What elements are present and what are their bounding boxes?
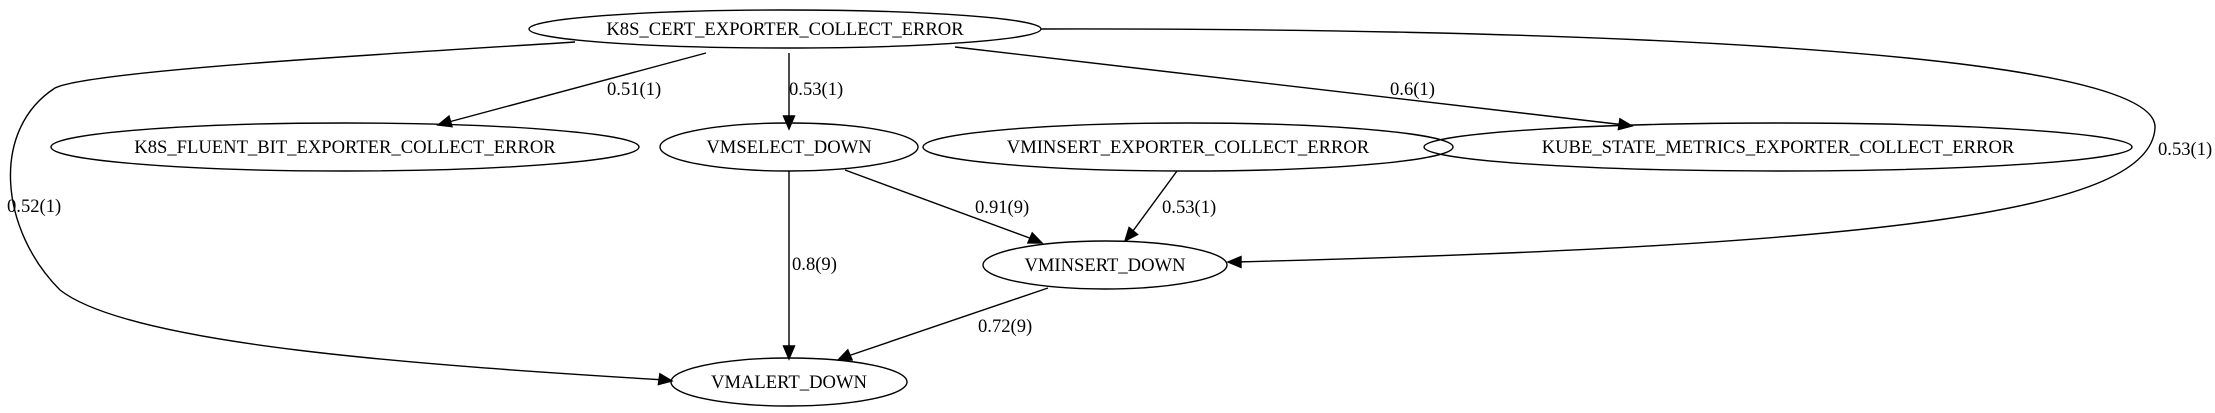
edge-line	[1129, 170, 1178, 236]
node-label: VMALERT_DOWN	[711, 372, 867, 393]
node-label: VMINSERT_DOWN	[1024, 255, 1185, 276]
edge-label: 0.91(9)	[975, 197, 1029, 218]
edge-line	[954, 46, 1626, 126]
node-ellipse	[659, 122, 919, 172]
edge-cert-fluent: 0.51(1)	[436, 52, 707, 128]
arrow-head	[1026, 231, 1044, 244]
edge-label: 0.53(1)	[1162, 197, 1216, 218]
node-label: K8S_CERT_EXPORTER_COLLECT_ERROR	[606, 19, 964, 40]
arrow-head	[1617, 117, 1634, 131]
edge-cert-vminsert: 0.53(1)	[1040, 28, 2212, 269]
node-label: KUBE_STATE_METRICS_EXPORTER_COLLECT_ERRO…	[1542, 137, 2015, 158]
edge-vmselect-vmalert: 0.8(9)	[782, 171, 837, 361]
edge-line	[444, 52, 707, 124]
edge-vminsert_exp-vminsert: 0.53(1)	[1123, 170, 1216, 243]
node-ellipse	[670, 357, 908, 407]
edge-label: 0.53(1)	[789, 79, 843, 100]
edge-line	[844, 287, 1049, 358]
node-label: VMSELECT_DOWN	[706, 137, 871, 158]
edge-cert-kube_state: 0.6(1)	[954, 46, 1634, 131]
edge-line	[9, 41, 666, 381]
node-vminsert_exp[interactable]: VMINSERT_EXPORTER_COLLECT_ERROR	[922, 122, 1454, 172]
node-label: K8S_FLUENT_BIT_EXPORTER_COLLECT_ERROR	[134, 137, 556, 158]
node-fluent[interactable]: K8S_FLUENT_BIT_EXPORTER_COLLECT_ERROR	[50, 122, 640, 172]
arrow-head	[782, 345, 796, 361]
edge-label: 0.8(9)	[792, 254, 837, 275]
node-kube_state[interactable]: KUBE_STATE_METRICS_EXPORTER_COLLECT_ERRO…	[1423, 122, 2133, 172]
nodes-layer: K8S_CERT_EXPORTER_COLLECT_ERROR K8S_FLUEN…	[50, 9, 2133, 407]
node-vmselect[interactable]: VMSELECT_DOWN	[659, 122, 919, 172]
arrow-head	[1123, 226, 1139, 243]
edge-label: 0.6(1)	[1390, 79, 1435, 100]
arrow-head	[836, 348, 854, 361]
edge-label: 0.53(1)	[2158, 139, 2212, 160]
edge-cert-vmselect: 0.53(1)	[782, 53, 843, 131]
edge-vmselect-vminsert: 0.91(9)	[844, 169, 1044, 244]
edge-label: 0.72(9)	[978, 316, 1032, 337]
node-vmalert[interactable]: VMALERT_DOWN	[670, 357, 908, 407]
node-ellipse	[50, 122, 640, 172]
edges-layer: 0.51(1) 0.53(1) 0.6(1) 0.52(1) 0.53(1) 0.91(9…	[7, 28, 2212, 386]
node-ellipse	[982, 240, 1228, 290]
node-cert[interactable]: K8S_CERT_EXPORTER_COLLECT_ERROR	[528, 9, 1042, 49]
node-label: VMINSERT_EXPORTER_COLLECT_ERROR	[1007, 137, 1370, 158]
node-ellipse	[922, 122, 1454, 172]
node-ellipse	[528, 9, 1042, 49]
arrow-head	[1226, 255, 1242, 269]
edge-label: 0.52(1)	[7, 196, 61, 217]
edge-vminsert-vmalert: 0.72(9)	[836, 287, 1049, 361]
edge-cert-vmalert: 0.52(1)	[7, 41, 674, 386]
node-vminsert[interactable]: VMINSERT_DOWN	[982, 240, 1228, 290]
edge-line	[844, 169, 1036, 241]
edge-line	[1040, 28, 2156, 263]
node-ellipse	[1423, 122, 2133, 172]
arrow-head	[657, 372, 674, 386]
edge-label: 0.51(1)	[607, 79, 661, 100]
